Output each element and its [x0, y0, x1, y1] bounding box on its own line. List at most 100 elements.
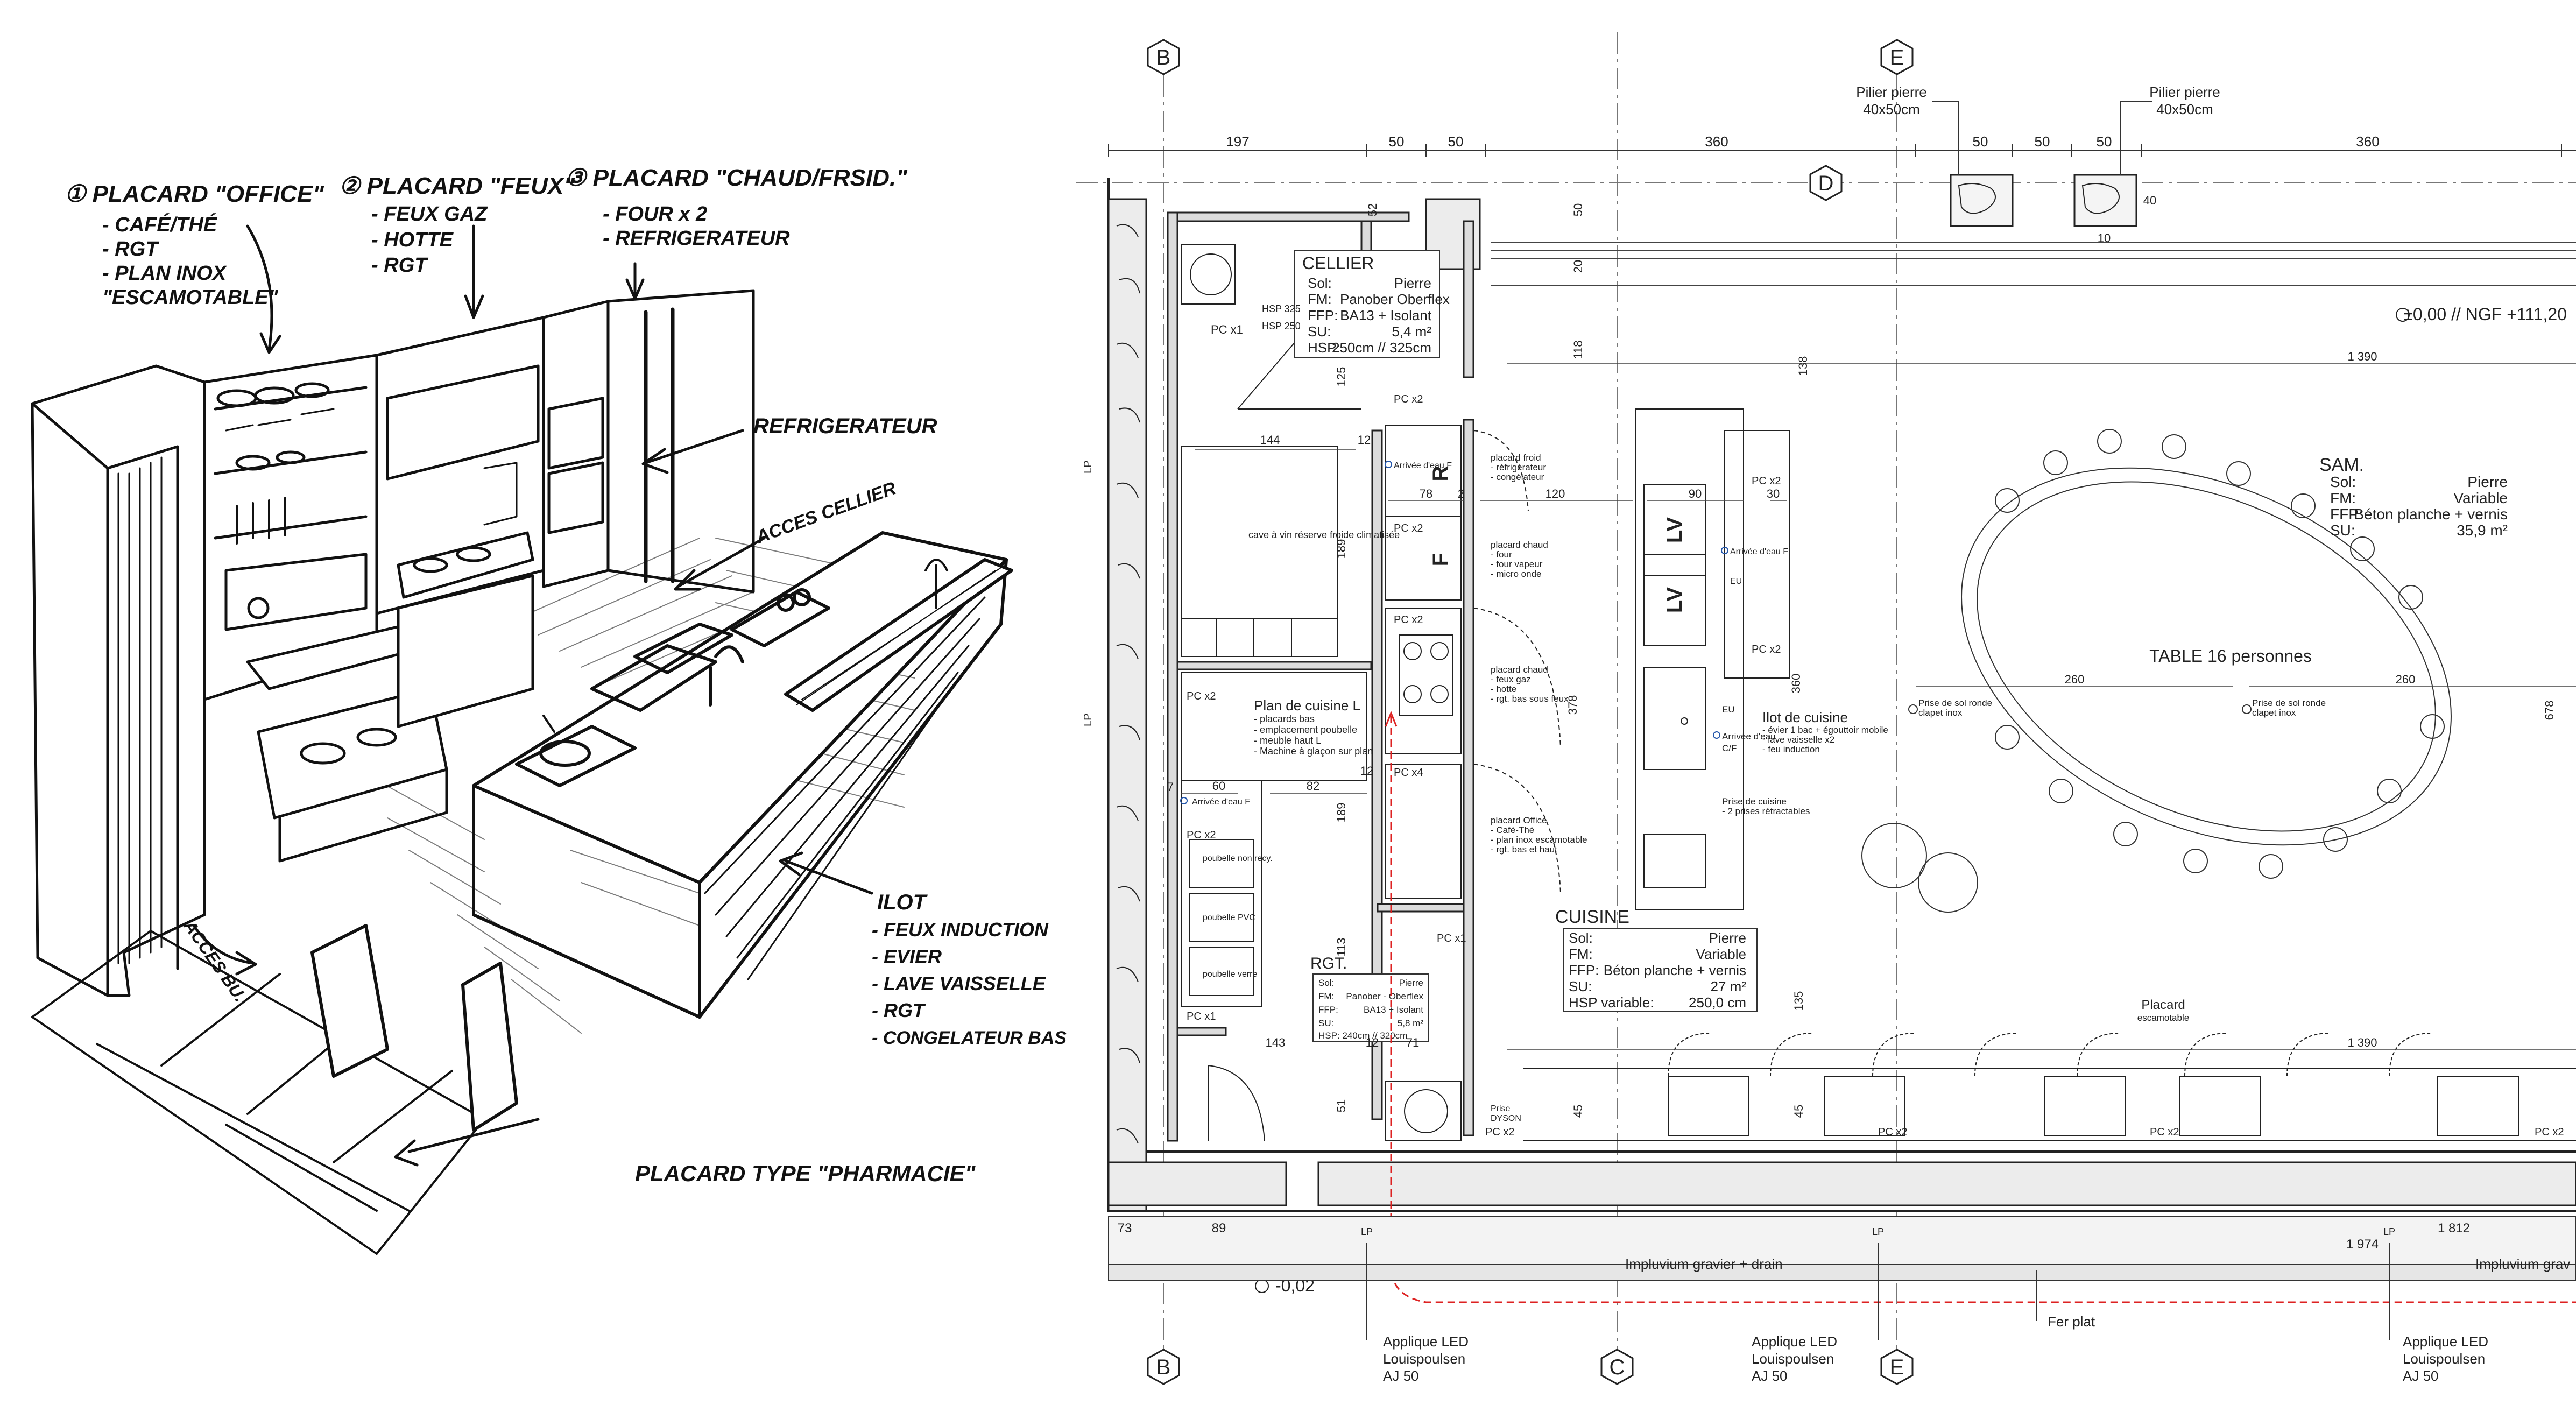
axis-grid: [1076, 32, 2576, 1356]
axis-marker-b-bottom: [1147, 1349, 1180, 1385]
impluvium-strip: [1108, 1216, 2576, 1281]
label-refrigerateur: REFRIGERATEUR: [753, 414, 937, 438]
cuisine-row-sol-v: Pierre: [1709, 930, 1746, 946]
axis-marker-e-bottom: [1880, 1349, 1914, 1385]
dim-top-50a: 50: [1389, 133, 1405, 150]
placard-froid-title: placard froid: [1491, 453, 1541, 463]
cellier-hsp-325: HSP 325: [1262, 303, 1301, 314]
placard-feux-3: - rgt. bas sous feux: [1491, 694, 1569, 704]
dim-60: 60: [1212, 779, 1225, 793]
lp-left-1: LP: [1082, 461, 1094, 474]
ilot-cf: C/F: [1722, 743, 1737, 753]
vdim-360: 360: [1789, 674, 1803, 694]
vdim-135: 135: [1792, 991, 1805, 1011]
cellier-row-hsp-v: 250cm // 325cm: [1332, 340, 1431, 356]
office-item-2: - RGT: [102, 238, 159, 260]
dim-71: 71: [1406, 1036, 1419, 1049]
kitchen-cabinets: [1385, 425, 1561, 1141]
prise-sol-1-icon: [1908, 704, 1918, 714]
dim-bottom-1812: 1 812: [2438, 1221, 2470, 1236]
cellier-row-sol-k: Sol:: [1308, 275, 1332, 291]
sam-row-sol-k: Sol:: [2330, 474, 2356, 490]
dim-1390-bottom: 1 390: [2347, 1036, 2377, 1049]
axis-label-e-top: E: [1890, 46, 1904, 69]
plan-cuisine-l-title: Plan de cuisine L: [1254, 697, 1360, 714]
axis-label-d: D: [1818, 172, 1834, 195]
cuisine-row-hsp-k: HSP variable:: [1569, 994, 1654, 1011]
rgt-row-su-v: 5,8 m²: [1398, 1018, 1424, 1028]
dim-7: 7: [1167, 780, 1174, 794]
rgt-info-box: [1312, 973, 1429, 1042]
cellier-row-sol-v: Pierre: [1394, 275, 1431, 291]
arrivee-eau-f-2: Arrivée d'eau F: [1192, 797, 1250, 807]
rgt-row-hsp: HSP: 240cm // 320cm: [1318, 1030, 1407, 1041]
water-outlet-3: [1721, 547, 1728, 554]
cave-label: cave à vin réserve froide climatisée: [1248, 530, 1400, 540]
rgt-door: [1208, 1065, 1265, 1141]
applique-2-line-1: Applique LED: [1752, 1333, 1837, 1350]
island-lv-2: LV: [1663, 587, 1686, 613]
applique-3-line-2: Louispoulsen: [2403, 1351, 2485, 1367]
pilier-2-line-1: Pilier pierre: [2149, 84, 2220, 100]
kitchen-floor-plan: B E D B C E 197 50 50 360 50 50 50 360 P…: [1076, 32, 2576, 1385]
sam-row-fm-v: Variable: [2453, 490, 2508, 506]
ilot-item-2: - EVIER: [872, 945, 942, 968]
prise-sol-1-line-2: clapet inox: [1918, 708, 1963, 718]
fer-plat-label: Fer plat: [2048, 1314, 2095, 1330]
plan-cuisine-l-item-3: - meuble haut L: [1254, 735, 1321, 746]
kitchen-perspective-sketch: ① PLACARD "OFFICE" - CAFÉ/THÉ - RGT - PL…: [31, 165, 1067, 1255]
placard-feux-2: - hotte: [1491, 684, 1516, 694]
feux-item-2: - HOTTE: [371, 229, 454, 251]
ilot-title: ILOT: [877, 891, 928, 914]
office-item-3: - PLAN INOX: [102, 262, 228, 285]
applique-2-line-2: Louispoulsen: [1752, 1351, 1834, 1367]
poubelle-1: poubelle non recy.: [1203, 854, 1273, 863]
dim-82: 82: [1307, 779, 1319, 793]
cellier-room: [1181, 244, 1361, 657]
cuisine-row-sol-k: Sol:: [1569, 930, 1593, 946]
applique-3-line-3: AJ 50: [2403, 1368, 2439, 1384]
sam-row-ffp-v: Béton planche + vernis: [2354, 506, 2508, 523]
ilot-item-1: - évier 1 bac + égouttoir mobile: [1762, 725, 1888, 735]
axis-label-c: C: [1610, 1356, 1625, 1379]
vdim-45a: 45: [1571, 1105, 1585, 1118]
cellier-pc-x1: PC x1: [1211, 323, 1243, 336]
applique-2-line-3: AJ 50: [1752, 1368, 1788, 1384]
dim-12a: 12: [1358, 433, 1371, 447]
pc-x2-l: PC x2: [1187, 690, 1216, 702]
dim-top-50b: 50: [1448, 133, 1464, 150]
window-strip-top: [1491, 242, 2576, 286]
sam-row-ffp-k: FFP:: [2330, 506, 2363, 523]
axis-label-b-top: B: [1156, 46, 1171, 69]
label-placard-pharmacie: PLACARD TYPE "PHARMACIE": [635, 1161, 976, 1186]
office-item-4: "ESCAMOTABLE": [102, 286, 279, 309]
dim-top-50d: 50: [2035, 133, 2050, 150]
dim-144: 144: [1260, 433, 1280, 447]
heading-office: ① PLACARD "OFFICE": [65, 181, 324, 207]
cuisine-info-box: [1563, 928, 1758, 1012]
arrivee-eau-f-1: Arrivée d'eau F: [1394, 461, 1452, 470]
axis-marker-b-top: [1147, 39, 1180, 75]
cellier-name: CELLIER: [1302, 253, 1374, 273]
placard-chaud-3: - micro onde: [1491, 569, 1541, 579]
placard-chaud-2: - four vapeur: [1491, 559, 1543, 569]
vdim-52: 52: [1366, 203, 1379, 216]
lp-bottom-2: LP: [1872, 1226, 1884, 1237]
dim-260b: 260: [2396, 673, 2416, 686]
cuisine-row-fm-v: Variable: [1696, 946, 1746, 962]
rgt-row-sol-v: Pierre: [1399, 978, 1423, 988]
dim-10: 10: [2098, 231, 2111, 245]
dim-90: 90: [1689, 487, 1702, 500]
prise-dyson-2: DYSON: [1491, 1114, 1521, 1123]
vdim-45b: 45: [1792, 1105, 1805, 1118]
acces-bu-panels: [310, 924, 518, 1132]
dim-top-50c: 50: [1973, 133, 1988, 150]
dim-12b: 12: [1360, 764, 1373, 778]
cellier-row-ffp-k: FFP:: [1308, 307, 1338, 323]
placard-feux-1: - feux gaz: [1491, 674, 1531, 684]
cabinet-r: R: [1429, 465, 1452, 481]
pc-x1-l: PC x1: [1187, 1011, 1216, 1022]
dim-260a: 260: [2065, 673, 2085, 686]
pc-x2-r: PC x2: [1394, 393, 1423, 405]
cuisine-row-su-v: 27 m²: [1711, 978, 1747, 994]
